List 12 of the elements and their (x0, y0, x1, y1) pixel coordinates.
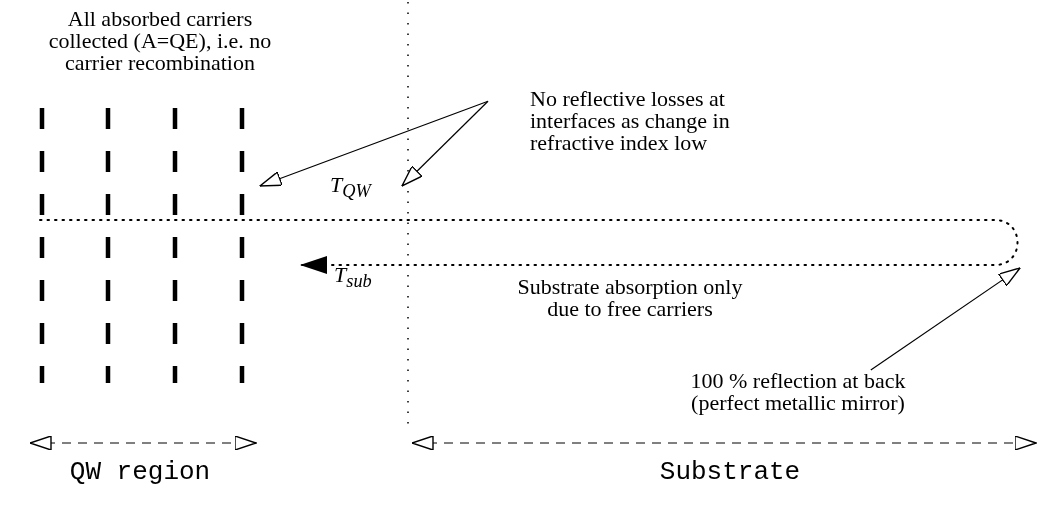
quantum-well-drawing (39, 108, 245, 383)
symbol-label: T$_{sub}$ (334, 264, 372, 293)
annotation-text: All absorbed carriers collected (A=QE), i.e. no carrier recombination (47, 8, 273, 74)
leader-arrow (401, 100, 489, 187)
annotation-text: 100 % reflection at back (perfect metallic mirror) (668, 370, 928, 414)
region-label: QW region (68, 458, 212, 486)
symbol-label: T$_{QW}$ (330, 174, 371, 203)
region-label: Substrate (658, 458, 802, 486)
leader-arrow (870, 267, 1021, 371)
leader-arrow (259, 100, 489, 187)
annotation-text: Substrate absorption only due to free carriers (516, 276, 744, 320)
annotation-text: No reflective losses at interfaces as change in refractive index low (488, 88, 770, 154)
